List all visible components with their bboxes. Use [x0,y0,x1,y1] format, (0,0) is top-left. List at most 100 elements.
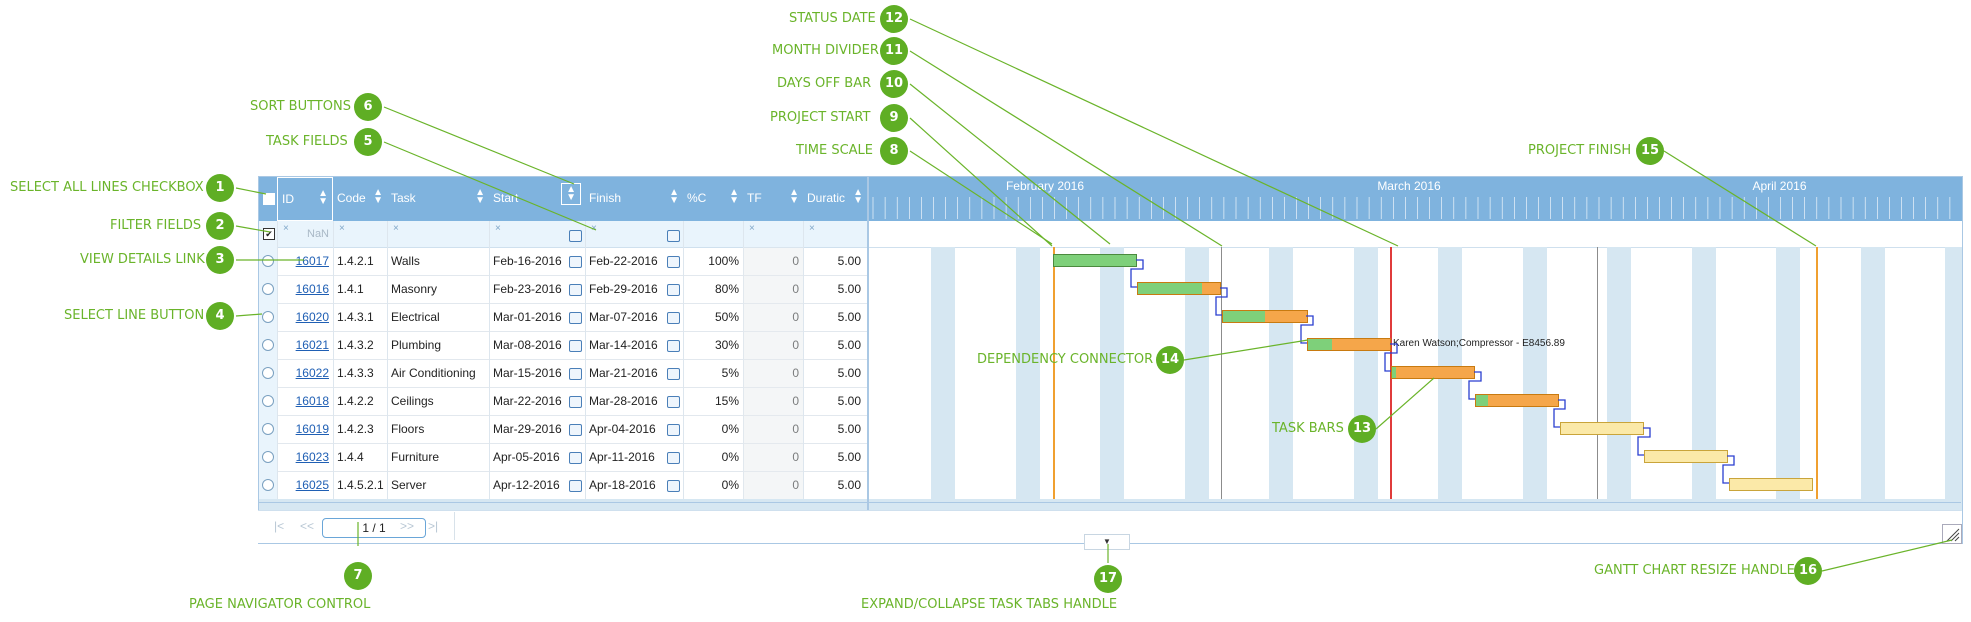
duration-cell[interactable]: 5.00 [837,478,861,492]
select-line-button[interactable] [262,479,274,491]
duration-cell[interactable]: 5.00 [837,366,861,380]
duration-cell[interactable]: 5.00 [837,310,861,324]
percent-complete-cell[interactable]: 0% [721,422,739,436]
clear-icon[interactable]: × [809,223,815,234]
start-date-cell[interactable]: Mar-08-2016 [493,338,562,352]
finish-date-cell[interactable]: Mar-07-2016 [589,310,658,324]
view-details-link[interactable]: 16018 [295,394,329,408]
task-name-cell[interactable]: Masonry [391,282,438,296]
filter-start[interactable]: × [489,221,585,247]
start-date-cell[interactable]: Feb-16-2016 [493,254,562,268]
calendar-icon[interactable] [569,340,582,352]
page-navigator-input[interactable]: 1 / 1 [322,518,426,538]
percent-complete-cell[interactable]: 50% [714,310,739,324]
percent-complete-cell[interactable]: 100% [708,254,739,268]
finish-date-cell[interactable]: Mar-14-2016 [589,338,658,352]
calendar-icon[interactable] [569,368,582,380]
view-details-link[interactable]: 16020 [295,310,329,324]
sort-icon[interactable]: ▲▼ [318,188,328,207]
calendar-icon[interactable] [569,312,582,324]
last-page-button[interactable]: >| [428,519,439,533]
duration-cell[interactable]: 5.00 [837,254,861,268]
sort-icon[interactable]: ▲▼ [475,187,485,206]
sort-icon[interactable]: ▲▼ [561,183,581,205]
expand-collapse-handle[interactable]: ▼ [1084,534,1130,550]
percent-complete-cell[interactable]: 15% [714,394,739,408]
gantt-resize-handle[interactable] [1942,524,1962,544]
sort-icon[interactable]: ▲▼ [729,187,739,206]
clear-icon[interactable]: × [495,223,501,234]
select-line-button[interactable] [262,339,274,351]
percent-complete-cell[interactable]: 30% [714,338,739,352]
task-name-cell[interactable]: Furniture [391,450,440,464]
calendar-icon[interactable] [569,480,582,492]
finish-date-cell[interactable]: Apr-11-2016 [589,450,655,464]
duration-cell[interactable]: 5.00 [837,422,861,436]
column-header-code[interactable]: Code▲▼ [333,177,387,221]
calendar-icon[interactable] [667,340,680,352]
column-header-finish[interactable]: Finish▲▼ [585,177,683,221]
column-header-total-float[interactable]: TF▲▼ [743,177,803,221]
start-date-cell[interactable]: Mar-01-2016 [493,310,562,324]
duration-cell[interactable]: 5.00 [837,282,861,296]
task-name-cell[interactable]: Floors [391,422,425,436]
task-bar[interactable] [1729,478,1813,491]
finish-date-cell[interactable]: Feb-29-2016 [589,282,658,296]
task-name-cell[interactable]: Electrical [391,310,440,324]
start-date-cell[interactable]: Mar-15-2016 [493,366,562,380]
task-name-cell[interactable]: Air Conditioning [391,366,476,380]
view-details-link[interactable]: 16021 [295,338,329,352]
next-page-button[interactable]: >> [400,519,415,533]
finish-date-cell[interactable]: Mar-21-2016 [589,366,658,380]
filter-id[interactable]: × NaN [283,223,330,240]
duration-cell[interactable]: 5.00 [837,338,861,352]
calendar-icon[interactable] [569,284,582,296]
select-line-button[interactable] [262,283,274,295]
calendar-icon[interactable] [569,424,582,436]
start-date-cell[interactable]: Feb-23-2016 [493,282,562,296]
view-details-link[interactable]: 16022 [295,366,329,380]
select-line-button[interactable] [262,451,274,463]
finish-date-cell[interactable]: Mar-28-2016 [589,394,658,408]
start-date-cell[interactable]: Mar-29-2016 [493,422,562,436]
calendar-icon[interactable] [569,256,582,268]
calendar-icon[interactable] [667,230,680,242]
view-details-link[interactable]: 16016 [295,282,329,296]
task-name-cell[interactable]: Server [391,478,427,492]
calendar-icon[interactable] [569,396,582,408]
calendar-icon[interactable] [667,312,680,324]
percent-complete-cell[interactable]: 0% [721,478,739,492]
select-line-button[interactable] [262,311,274,323]
task-name-cell[interactable]: Walls [391,254,420,268]
first-page-button[interactable]: |< [274,519,285,533]
calendar-icon[interactable] [667,452,680,464]
select-line-button[interactable] [262,395,274,407]
calendar-icon[interactable] [667,424,680,436]
percent-complete-cell[interactable]: 5% [721,366,739,380]
duration-cell[interactable]: 5.00 [837,450,861,464]
task-bar[interactable] [1137,282,1221,295]
calendar-icon[interactable] [667,368,680,380]
calendar-icon[interactable] [667,480,680,492]
calendar-icon[interactable] [667,396,680,408]
calendar-icon[interactable] [569,452,582,464]
finish-date-cell[interactable]: Apr-04-2016 [589,422,656,436]
filter-task[interactable]: × [387,221,489,247]
view-details-link[interactable]: 16023 [295,450,329,464]
calendar-icon[interactable] [569,230,582,242]
view-details-link[interactable]: 16017 [295,254,329,268]
column-header-percent-complete[interactable]: %C▲▼ [683,177,743,221]
view-details-link[interactable]: 16019 [295,422,329,436]
clear-icon[interactable]: × [283,223,289,234]
task-bar[interactable] [1053,254,1137,267]
calendar-icon[interactable] [667,256,680,268]
column-header-id[interactable]: ID▲▼ [277,177,333,221]
previous-page-button[interactable]: << [300,519,315,533]
finish-date-cell[interactable]: Apr-18-2016 [589,478,656,492]
sort-icon[interactable]: ▲▼ [789,187,799,206]
filter-tf[interactable]: × [743,221,803,247]
start-date-cell[interactable]: Apr-05-2016 [493,450,560,464]
filter-code[interactable]: × [333,221,387,247]
view-details-link[interactable]: 16025 [295,478,329,492]
task-name-cell[interactable]: Ceilings [391,394,434,408]
